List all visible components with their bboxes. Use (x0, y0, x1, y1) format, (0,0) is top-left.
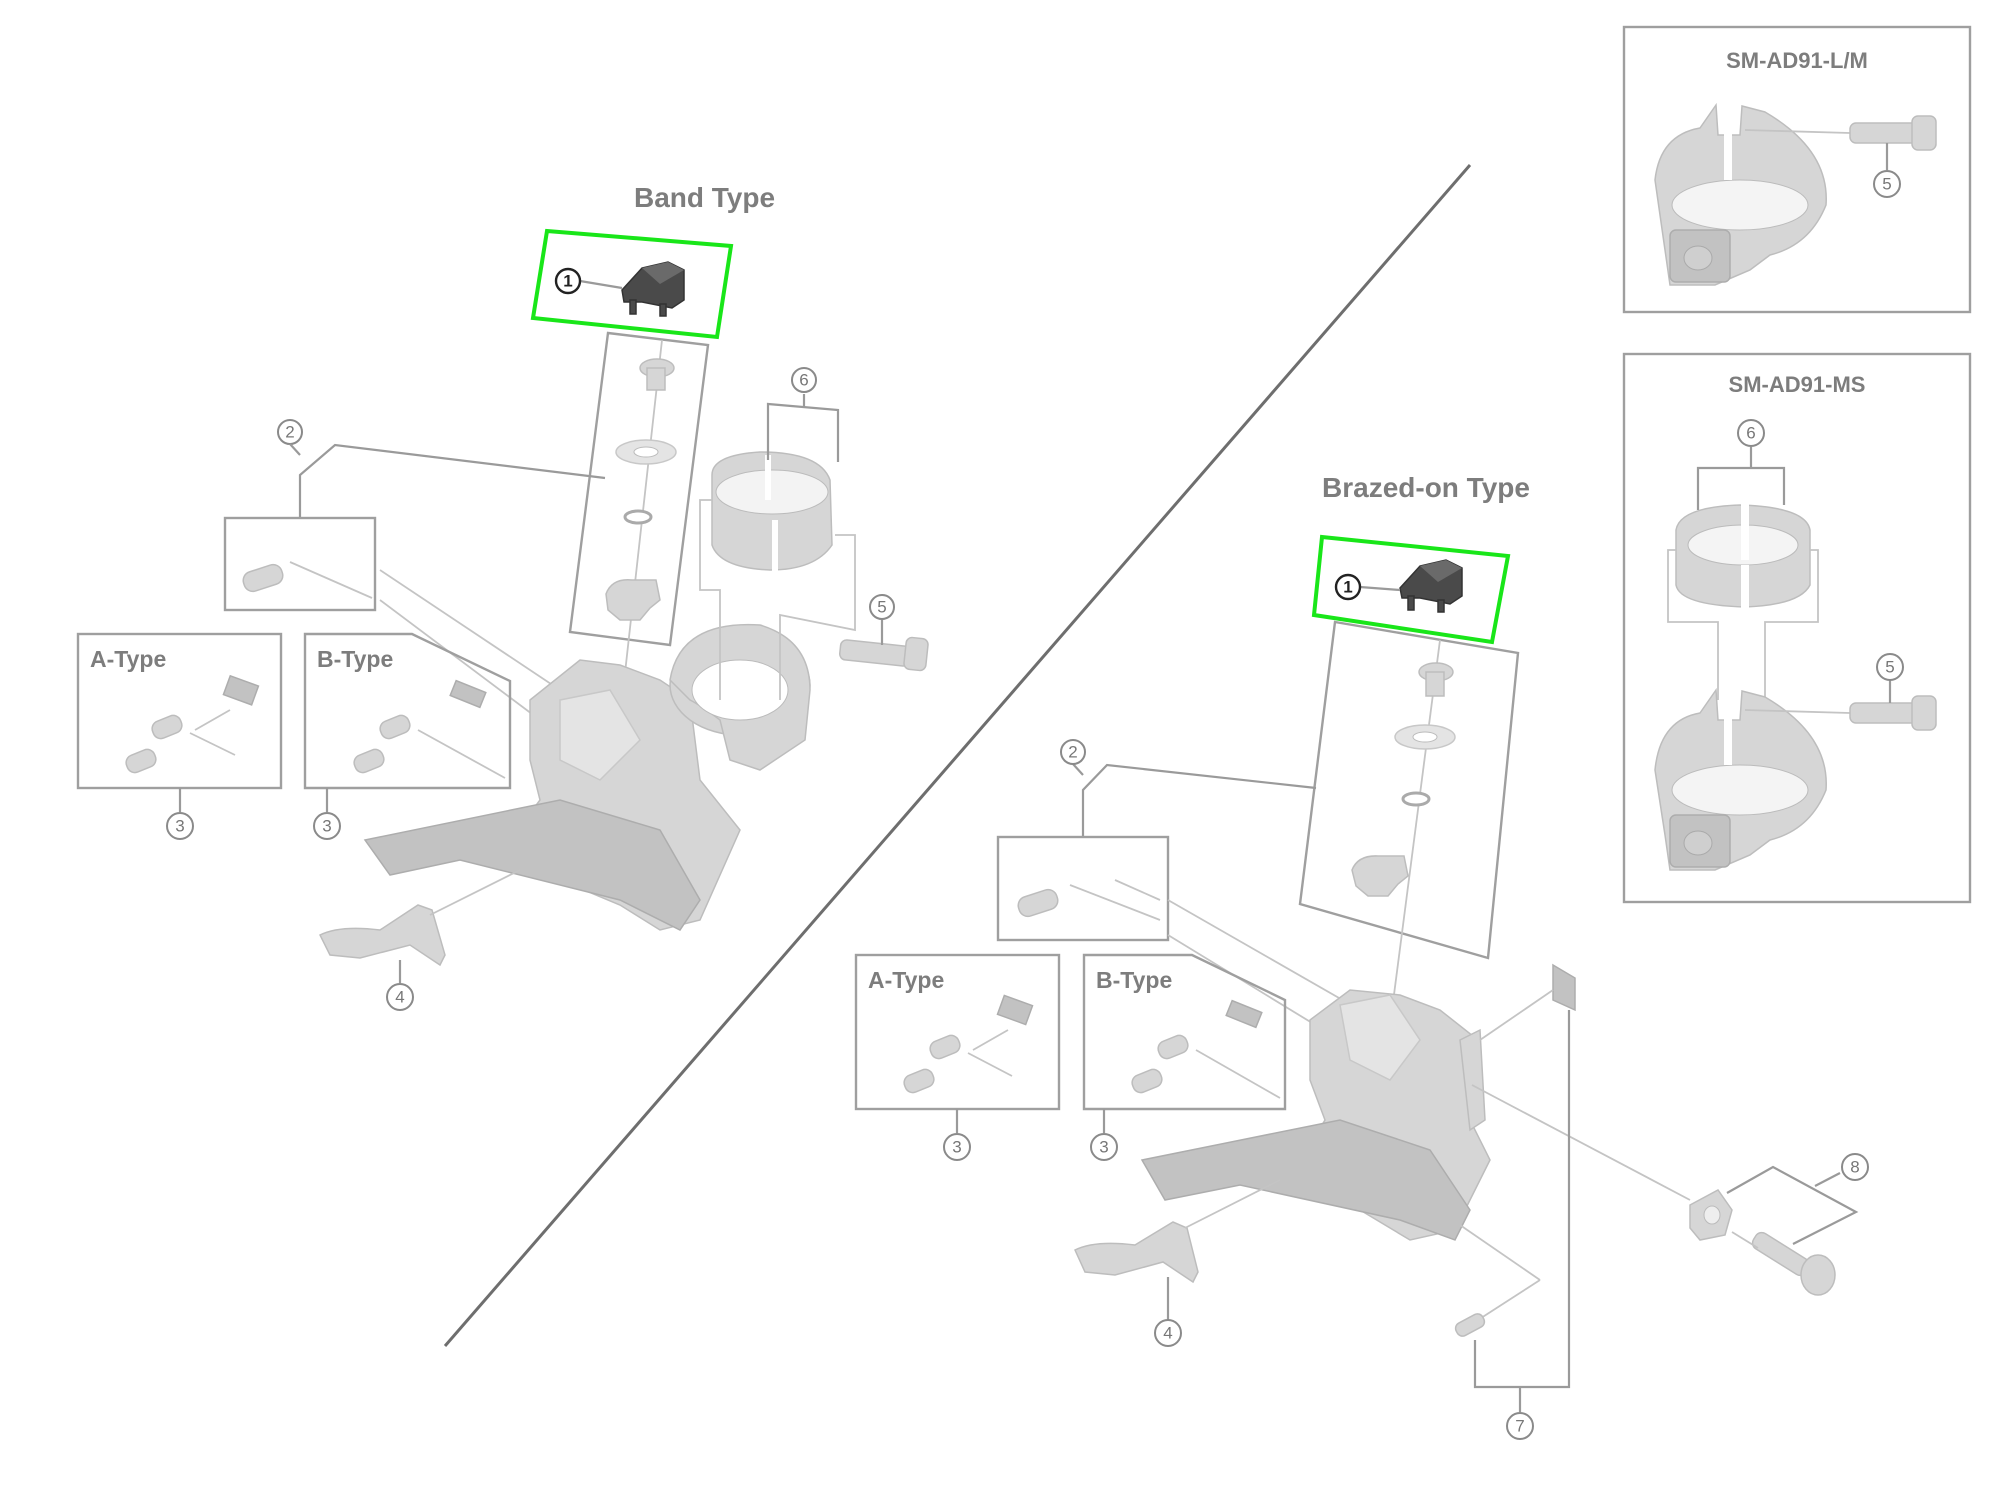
section-divider-line (443, 164, 1472, 1347)
adapter-ms-clamp (1654, 685, 1827, 871)
callout-3-band-a: 3 (166, 812, 194, 840)
callout-6-band: 6 (791, 367, 817, 393)
svg-text:4: 4 (395, 988, 404, 1007)
svg-text:6: 6 (799, 371, 808, 390)
brazed-stabilizer-part-4 (1074, 1221, 1199, 1284)
callout-7-brazed: 7 (1506, 1412, 1534, 1440)
callout-leader-7 (1473, 1010, 1571, 1389)
callout-leader-1-brazed (1359, 585, 1401, 592)
svg-text:5: 5 (1885, 658, 1894, 677)
brazed-cap-part-1[interactable] (1399, 559, 1463, 613)
callout-leader-8 (1726, 1165, 1859, 1245)
brazed-b-type-box (1082, 953, 1287, 1111)
callout-6-ms: 6 (1737, 419, 1765, 447)
brazed-derailleur-body (1140, 989, 1491, 1241)
callout-3-brazed-b: 3 (1090, 1133, 1118, 1161)
brazed-part-2-box (996, 835, 1170, 942)
callout-1-band: 1 (554, 267, 582, 295)
callout-4-brazed: 4 (1154, 1319, 1182, 1347)
callout-leader-2 (298, 443, 606, 518)
svg-text:8: 8 (1850, 1158, 1859, 1177)
brazed-support-plate (1552, 963, 1576, 1012)
svg-text:3: 3 (1099, 1138, 1108, 1157)
callout-5-ms: 5 (1876, 653, 1904, 681)
callout-5-lm: 5 (1873, 170, 1901, 198)
band-type-section: Band Type 1 2 (76, 182, 929, 1011)
callout-3-band-b: 3 (313, 812, 341, 840)
callout-2-band: 2 (277, 419, 303, 445)
brazed-stack-parts (1351, 662, 1456, 897)
adapter-ms-frame (1622, 352, 1972, 904)
band-type-title: Band Type (634, 182, 775, 213)
band-adapter-ring-part-6 (711, 451, 833, 572)
brazed-on-type-title: Brazed-on Type (1322, 472, 1530, 503)
band-cap-part-1[interactable] (621, 261, 685, 317)
adapter-lm-clamp (1654, 100, 1827, 286)
adapter-ms-bolt-part-5 (1849, 695, 1937, 731)
adapter-lm-bolt-part-5 (1849, 115, 1937, 151)
adapter-lm-panel: SM-AD91-L/M 5 (1622, 25, 1972, 314)
adapter-ms-ring-part-6 (1675, 503, 1811, 610)
brazed-on-type-section: Brazed-on Type 1 2 (854, 472, 1869, 1440)
band-highlight-box[interactable] (530, 228, 734, 340)
brazed-b-type-label: B-Type (1096, 967, 1172, 993)
callout-2-brazed: 2 (1060, 739, 1086, 765)
band-stack-parts (605, 358, 677, 621)
svg-text:3: 3 (952, 1138, 961, 1157)
adapter-ms-title: SM-AD91-MS (1729, 372, 1866, 397)
adapter-lm-title: SM-AD91-L/M (1726, 48, 1868, 73)
callout-8-brazed: 8 (1841, 1153, 1869, 1181)
svg-text:2: 2 (1068, 743, 1077, 762)
band-stack-frame (568, 331, 710, 647)
band-part-2-box (223, 516, 377, 612)
svg-text:3: 3 (322, 817, 331, 836)
svg-text:6: 6 (1746, 424, 1755, 443)
band-a-type-label: A-Type (90, 646, 166, 672)
svg-text:1: 1 (563, 272, 572, 291)
adapter-ms-panel: SM-AD91-MS 6 5 (1622, 352, 1972, 904)
svg-text:4: 4 (1163, 1324, 1172, 1343)
svg-text:1: 1 (1343, 578, 1352, 597)
brazed-highlight-box[interactable] (1311, 534, 1511, 645)
callout-leader-6-ms (1696, 466, 1786, 510)
brazed-support-bolt (1454, 1313, 1486, 1337)
band-stabilizer-part-4 (318, 904, 446, 967)
svg-text:7: 7 (1515, 1417, 1524, 1436)
brazed-nut-bolt-part-8 (1689, 1189, 1836, 1296)
svg-text:5: 5 (1882, 175, 1891, 194)
band-b-type-label: B-Type (317, 646, 393, 672)
svg-text:3: 3 (175, 817, 184, 836)
band-b-type-box (303, 632, 512, 790)
svg-text:5: 5 (877, 598, 886, 617)
adapter-lm-frame (1622, 25, 1972, 314)
band-derailleur-body (363, 623, 811, 931)
band-bolt-part-5 (838, 636, 929, 672)
brazed-a-type-label: A-Type (868, 967, 944, 993)
callout-4-band: 4 (386, 983, 414, 1011)
brazed-stack-frame (1298, 620, 1520, 960)
callout-5-band: 5 (869, 594, 895, 620)
callout-leader-1 (579, 279, 623, 290)
callout-3-brazed-a: 3 (943, 1133, 971, 1161)
callout-1-brazed: 1 (1334, 573, 1362, 601)
callout-leader-2-brazed (1081, 763, 1317, 837)
svg-text:2: 2 (285, 423, 294, 442)
